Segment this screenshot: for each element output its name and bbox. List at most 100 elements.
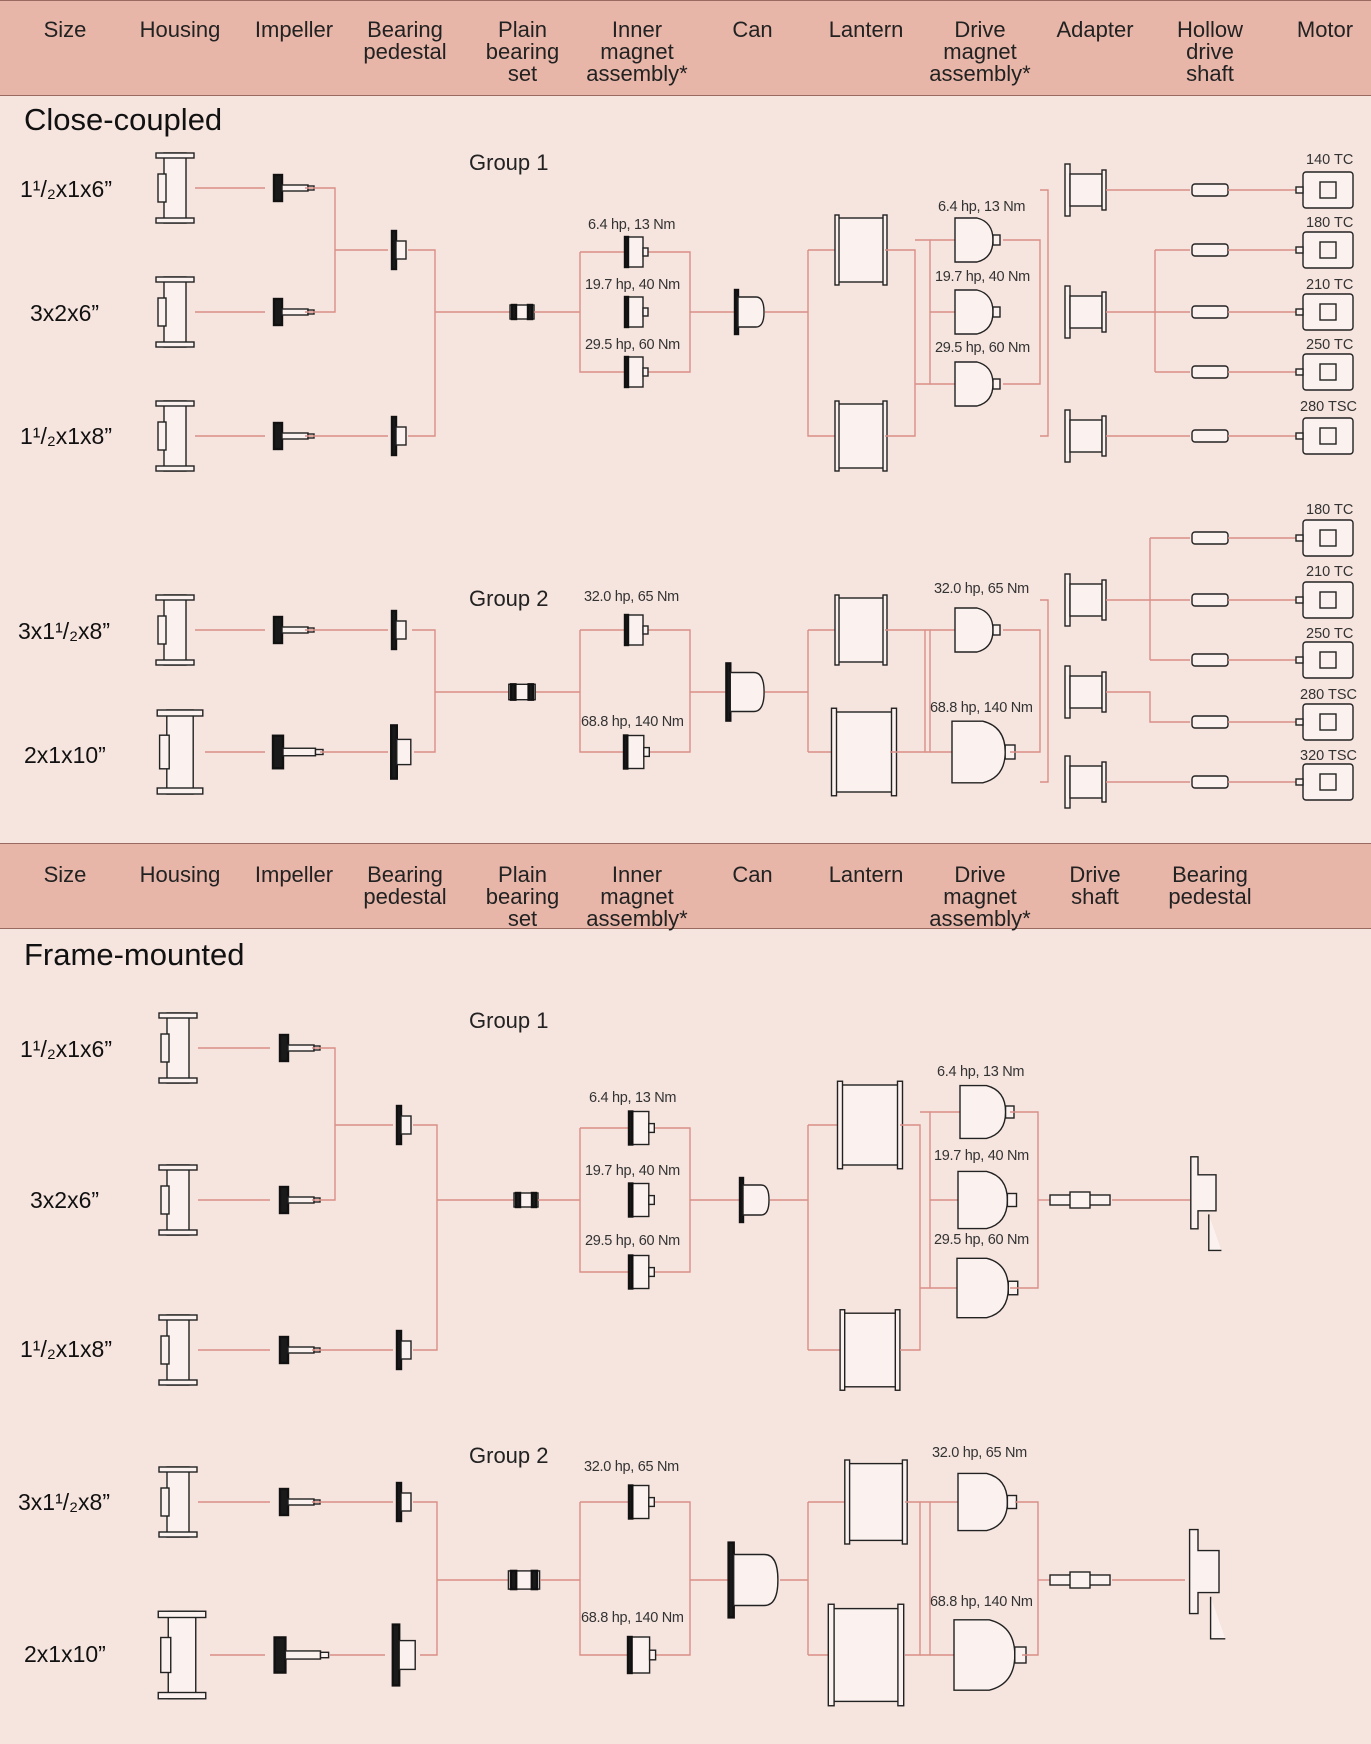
- housing-icon: [158, 1314, 198, 1321]
- lantern-icon: [834, 400, 840, 472]
- adapter-icon: [1064, 163, 1071, 217]
- impeller-icon: [278, 1185, 290, 1215]
- lantern-icon: [834, 214, 840, 286]
- can-icon: [737, 296, 765, 328]
- bearing-pedestal-icon: [400, 1492, 412, 1512]
- inner-magnet-icon: [623, 235, 630, 269]
- bearing-pedestal-icon: [400, 1340, 412, 1360]
- housing-icon: [157, 615, 167, 645]
- housing-icon: [158, 1531, 198, 1538]
- col-housing: Housing: [139, 17, 221, 42]
- hollow-drive-shaft-icon: [1191, 715, 1229, 729]
- connector-line: [412, 629, 436, 753]
- impeller-icon: [278, 1335, 290, 1365]
- motor-icon: [1295, 432, 1304, 440]
- connector-line: [1015, 1501, 1039, 1656]
- col-adapter: Adapter: [1056, 17, 1134, 42]
- inner-magnet-icon: [626, 296, 644, 328]
- motor-icon: [1319, 591, 1337, 609]
- fm-group1-label: Group 1: [469, 1008, 549, 1033]
- connector-line: [413, 1501, 438, 1656]
- fm-g1-drive-magnet-label: 29.5 hp, 60 Nm: [934, 1232, 1029, 1248]
- fm-g2-drive-magnet-label: 68.8 hp, 140 Nm: [930, 1594, 1033, 1610]
- motor-icon: [1295, 246, 1304, 254]
- impeller-icon: [284, 1650, 322, 1660]
- hollow-drive-shaft-icon: [1191, 183, 1229, 197]
- inner-magnet-icon: [627, 1182, 634, 1218]
- hollow-drive-shaft-icon: [1191, 653, 1229, 667]
- impeller-icon: [273, 1636, 287, 1674]
- housing-icon: [157, 297, 167, 327]
- fm-g1-inner-magnet-label: 6.4 hp, 13 Nm: [589, 1090, 677, 1106]
- housing-icon: [157, 421, 167, 451]
- impeller-icon: [271, 734, 285, 770]
- connector-line: [579, 251, 691, 373]
- plain-bearing-icon: [526, 303, 534, 321]
- fm-size-3: 1¹/₂x1x8”: [20, 1336, 113, 1362]
- frame-bearing-pedestal-icon: [1190, 1156, 1217, 1230]
- housing-icon: [157, 1691, 207, 1700]
- inner-magnet-icon: [626, 236, 644, 268]
- lantern-icon: [834, 711, 894, 793]
- drive-magnet-icon: [992, 234, 1001, 246]
- housing-icon: [155, 465, 195, 472]
- hollow-drive-shaft-icon: [1191, 531, 1229, 545]
- housing-icon: [158, 1379, 198, 1386]
- cc-group2-label: Group 2: [469, 586, 549, 611]
- frame-bearing-pedestal-icon: [1208, 1214, 1222, 1252]
- adapter-icon: [1101, 579, 1107, 621]
- housing-icon: [158, 1077, 198, 1084]
- adapter-icon: [1064, 285, 1071, 339]
- connector-line: [900, 1124, 921, 1351]
- inner-magnet-icon: [643, 746, 650, 758]
- lantern-icon: [840, 1084, 900, 1166]
- inner-magnet-icon: [642, 247, 649, 257]
- frame-bearing-pedestal-icon: [1209, 1596, 1226, 1640]
- col-lantern: Lantern: [828, 862, 904, 887]
- motor-icon: [1295, 778, 1304, 786]
- adapter-icon: [1101, 291, 1107, 333]
- inner-magnet-icon: [623, 295, 630, 329]
- inner-magnet-icon: [623, 355, 630, 389]
- motor-icon: [1319, 241, 1337, 259]
- inner-magnet-icon: [623, 613, 630, 647]
- cc-size-2: 3x2x6”: [30, 300, 100, 326]
- adapter-icon: [1064, 409, 1071, 463]
- hollow-drive-shaft-icon: [1191, 305, 1229, 319]
- lantern-icon: [842, 1312, 898, 1388]
- drive-magnet-icon: [954, 361, 994, 407]
- adapter-icon: [1101, 169, 1107, 211]
- cc-g1-motor-label: 180 TC: [1306, 215, 1354, 231]
- drive-magnet-icon: [992, 306, 1001, 318]
- housing-icon: [160, 1487, 170, 1517]
- col-can: Can: [732, 17, 773, 42]
- drive-shaft-icon: [1069, 1571, 1091, 1589]
- impeller-icon: [278, 1487, 290, 1517]
- cc-g1-motor-label: 250 TC: [1306, 337, 1354, 353]
- motor-icon: [1319, 651, 1337, 669]
- bearing-pedestal-icon: [390, 724, 399, 780]
- inner-magnet-icon: [626, 614, 644, 646]
- cc-size-5: 2x1x10”: [24, 742, 106, 768]
- housing-icon: [155, 594, 195, 601]
- housing-icon: [155, 152, 195, 159]
- plain-bearing-icon: [509, 1569, 518, 1591]
- fm-size-5: 2x1x10”: [24, 1641, 106, 1667]
- adapter-icon: [1101, 671, 1107, 713]
- bearing-pedestal-icon: [395, 240, 407, 260]
- col-impeller: Impeller: [254, 862, 334, 887]
- housing-icon: [166, 709, 194, 795]
- inner-magnet-icon: [630, 1484, 650, 1520]
- drive-magnet-icon: [992, 624, 1001, 636]
- motor-icon: [1295, 596, 1304, 604]
- adapter-icon: [1064, 573, 1071, 627]
- housing-icon: [155, 659, 195, 666]
- inner-magnet-icon: [629, 1636, 651, 1674]
- drive-magnet-icon: [954, 289, 994, 335]
- lantern-icon: [839, 1309, 846, 1391]
- impeller-icon: [281, 626, 309, 634]
